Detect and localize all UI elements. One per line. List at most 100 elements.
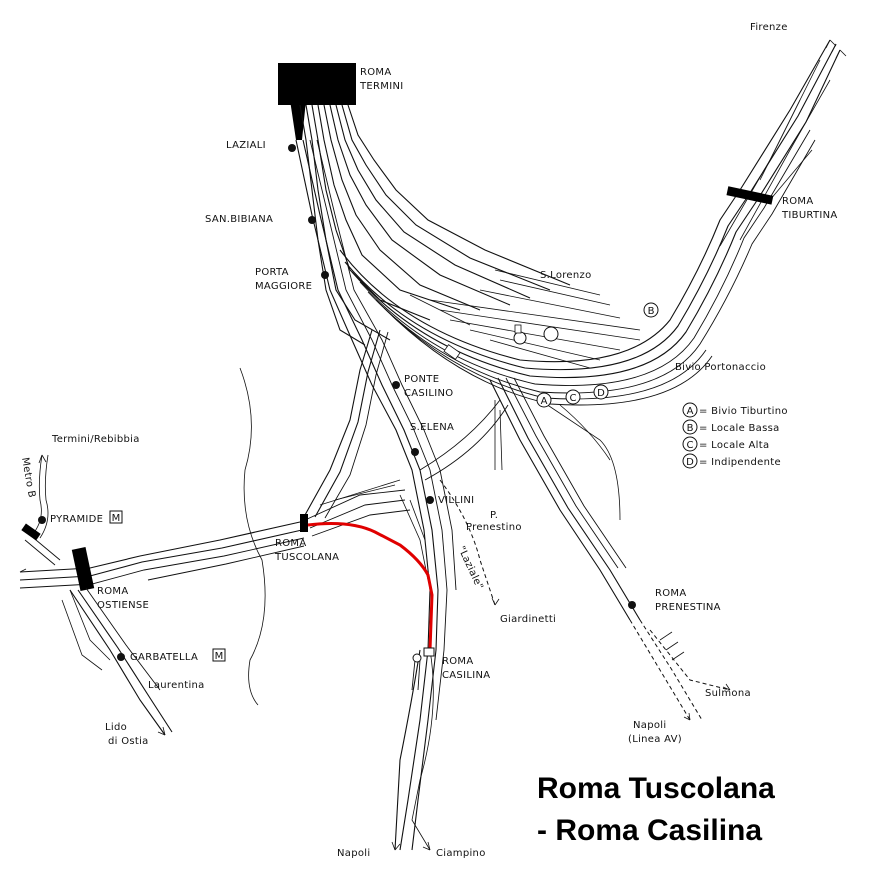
junction-marker-c: C — [565, 389, 581, 405]
termini-track-fan — [299, 104, 571, 346]
svg-text:C: C — [687, 440, 694, 451]
svg-text:A: A — [541, 396, 548, 407]
villini-dot — [426, 496, 434, 504]
ponte-casilino-label: CASILINO — [404, 388, 453, 399]
s-lorenzo-label: S.Lorenzo — [540, 270, 592, 281]
legend-item-b: B = Locale Bassa — [682, 419, 780, 435]
laziali-dot — [288, 144, 296, 152]
line-laziale-giardinetti — [439, 479, 496, 606]
junction-marker-b: B — [643, 302, 659, 318]
line-porta-maggiore-tuscolana — [304, 329, 389, 519]
porta-maggiore-label: MAGGIORE — [255, 281, 312, 292]
svg-text:D: D — [686, 457, 694, 468]
termini-rebibbia-label: Termini/Rebibbia — [51, 434, 140, 445]
s-elena-dot — [411, 448, 419, 456]
pyramide-dot — [38, 516, 46, 524]
junction-marker-a: A — [536, 392, 552, 408]
metro-b-line — [24, 454, 61, 566]
yard-turntable — [543, 326, 559, 342]
san-bibiana-dot — [308, 216, 316, 224]
line-termini-south — [295, 139, 457, 851]
termini-platform-head — [290, 100, 306, 140]
roma-termini-block — [278, 63, 356, 105]
laziali-label: LAZIALI — [226, 140, 266, 151]
sulmona-arrowhead — [722, 683, 731, 691]
title-line-1: Roma Tuscolana — [537, 772, 775, 805]
roma-casilina-dot — [412, 653, 422, 663]
giardinetti-arrowhead — [491, 597, 500, 606]
yard-building — [443, 344, 461, 360]
firenze-arrowheads — [825, 39, 847, 59]
svg-text:B: B — [687, 423, 694, 434]
p-prenestino-label: Prenestino — [466, 522, 522, 533]
svg-text:B: B — [648, 306, 655, 317]
napoli-av-arrowhead — [683, 712, 691, 721]
roma-termini-label: ROMA — [360, 67, 392, 78]
svg-text:A: A — [687, 406, 694, 417]
firenze-label: Firenze — [750, 22, 788, 33]
roma-tiburtina-bar — [726, 186, 774, 205]
garbatella-label: GARBATELLA — [130, 652, 198, 663]
s-elena-label: S.ELENA — [410, 422, 454, 433]
roma-tiburtina-label: ROMA — [782, 196, 814, 207]
svg-text:C: C — [570, 393, 577, 404]
line-ostiense-south — [61, 587, 173, 736]
roma-prenestina-label: PRENESTINA — [655, 602, 721, 613]
svg-text:M: M — [215, 651, 224, 662]
roma-tuscolana-bar — [300, 514, 308, 532]
legend-item-a: A = Bivio Tiburtino — [682, 402, 788, 418]
roma-ostiense-bar — [71, 547, 95, 591]
yard-building — [514, 324, 522, 334]
svg-text:= Locale Bassa: = Locale Bassa — [699, 423, 780, 434]
crossover-s-elena — [419, 399, 509, 481]
lido-di-ostia-label: di Ostia — [108, 736, 149, 747]
roma-tuscolana-label: TUSCOLANA — [274, 552, 339, 563]
svg-text:= Locale Alta: = Locale Alta — [699, 440, 769, 451]
porta-maggiore-dot — [321, 271, 329, 279]
napoli-av-label: (Linea AV) — [628, 734, 682, 745]
sulmona-label: Sulmona — [705, 688, 751, 699]
pyramide-label: PYRAMIDE — [50, 514, 103, 525]
roma-ostiense-label: ROMA — [97, 586, 129, 597]
junction-marker-d: D — [593, 384, 609, 400]
san-bibiana-label: SAN.BIBIANA — [205, 214, 273, 225]
legend-item-c: C = Locale Alta — [682, 436, 769, 452]
villini-label: VILLINI — [438, 495, 474, 506]
roma-casilina-label: ROMA — [442, 656, 474, 667]
roma-termini-label: TERMINI — [359, 81, 403, 92]
ponte-casilino-dot — [392, 381, 400, 389]
line-tuscolana-ostiense — [19, 479, 429, 589]
roma-tiburtina-label: TIBURTINA — [781, 210, 838, 221]
giardinetti-label: Giardinetti — [500, 614, 556, 625]
highlighted-route — [307, 522, 434, 651]
laurentina-label: Laurentina — [148, 680, 205, 691]
line-casilina-south — [391, 649, 434, 851]
west-arrowhead — [19, 568, 27, 573]
svg-text:= Bivio Tiburtino: = Bivio Tiburtino — [699, 406, 788, 417]
porta-maggiore-label: PORTA — [255, 267, 289, 278]
lido-arrowhead — [157, 726, 166, 736]
roma-casilina-building — [423, 647, 435, 657]
title-line-2: - Roma Casilina — [537, 814, 762, 847]
line-tiburtina-firenze — [339, 39, 841, 406]
svg-text:= Indipendente: = Indipendente — [699, 457, 781, 468]
garbatella-metro-badge: M — [212, 648, 226, 662]
river — [239, 367, 266, 706]
napoli-av-label: Napoli — [633, 720, 666, 731]
metro-b-label: Metro B — [19, 457, 37, 499]
roma-casilina-label: CASILINA — [442, 670, 490, 681]
bivio-portonaccio-label: Bivio Portonaccio — [675, 362, 766, 373]
legend: A = Bivio Tiburtino B = Locale Bassa C =… — [682, 402, 788, 469]
pyramide-station-bar — [21, 523, 41, 541]
roma-tuscolana-label: ROMA — [275, 538, 307, 549]
lido-di-ostia-label: Lido — [105, 722, 127, 733]
line-prenestina — [489, 377, 731, 721]
roma-prenestina-label: ROMA — [655, 588, 687, 599]
pyramide-metro-badge: M — [109, 510, 123, 524]
roma-ostiense-label: OSTIENSE — [97, 600, 149, 611]
svg-text:M: M — [112, 513, 121, 524]
yard-turntable — [513, 331, 527, 345]
napoli-label: Napoli — [337, 848, 370, 859]
